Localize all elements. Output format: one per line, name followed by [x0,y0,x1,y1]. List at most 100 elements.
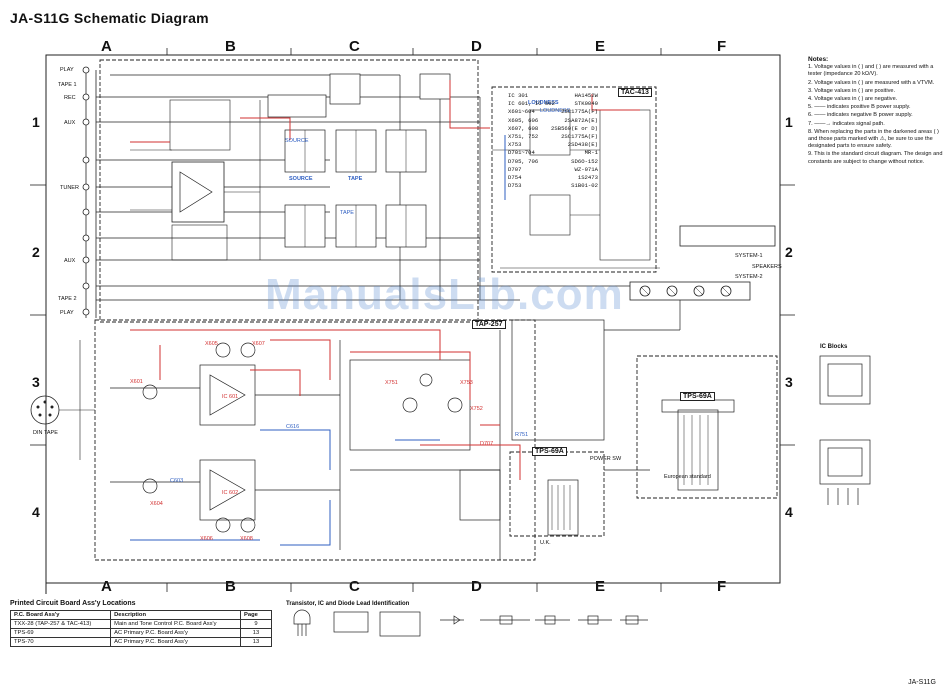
col-label-d-bottom: D [471,578,482,595]
svg-text:IC 602: IC 602 [222,490,238,496]
svg-text:TAPE: TAPE [340,210,354,216]
board-label-tps69a-main: TPS-69A [532,447,567,456]
pcb-location-table: Printed Circuit Board Ass'y Locations P.… [9,600,272,647]
svg-text:X608: X608 [240,536,253,542]
table-cell: 9 [240,619,272,629]
row-label-3-left: 3 [32,374,40,390]
jack-label-tape2: TAPE 2 [58,296,77,302]
row-label-1-left: 1 [32,114,40,130]
svg-text:IC 601: IC 601 [222,394,238,400]
tape-label: TAPE [348,176,363,182]
jack-label-aux-1: AUX [64,120,76,126]
table-cell: AC Primary P.C. Board Ass'y [110,628,241,638]
svg-text:C603: C603 [170,478,183,484]
note-item: 6. —— indicates negative B power supply. [808,112,913,119]
col-label-b-bottom: B [225,578,236,595]
lead-identification-title: Transistor, IC and Diode Lead Identifica… [286,601,410,607]
note-item: 5. —— indicates positive B power supply. [808,104,911,111]
table-header: Page [240,610,272,620]
col-label-f-top: F [717,38,727,55]
svg-text:X601: X601 [130,379,143,385]
pcb-table-title: Printed Circuit Board Ass'y Locations [10,600,136,607]
table-cell: Main and Tone Control P.C. Board Ass'y [110,619,241,629]
table-cell: 13 [240,628,272,638]
table-header: P.C. Board Ass'y [9,610,112,620]
note-item: 7. ——→ indicates signal path. [808,120,885,127]
row-label-4-left: 4 [32,504,40,520]
ic-blocks-label: IC Blocks [820,344,848,350]
note-item: 3. Voltage values in ( ) are positive. [808,87,896,94]
svg-text:X752: X752 [470,406,483,412]
col-label-c-bottom: C [349,578,360,595]
table-cell: TXX-28 (TAP-257 & TAC-413) [9,619,112,629]
table-cell: TPS-69 [9,628,112,638]
jack-label-tape1: TAPE 1 [58,82,77,88]
col-label-d-top: D [471,38,482,55]
note-item: 8. When replacing the parts in the darke… [808,128,939,150]
row-label-1-right: 1 [785,114,793,130]
col-label-e-bottom: E [595,578,606,595]
table-row: TPS-70 AC Primary P.C. Board Ass'y 13 [9,637,272,647]
page-title: JA-S11G Schematic Diagram [10,10,209,26]
svg-text:R751: R751 [515,432,528,438]
speakers-label: SPEAKERS [752,264,782,270]
col-label-c-top: C [349,38,360,55]
board-label-tap257: TAP-257 [472,320,506,329]
col-label-e-top: E [595,38,606,55]
col-label-b-top: B [225,38,236,55]
col-label-f-bottom: F [717,578,727,595]
svg-text:LOUDNESS: LOUDNESS [540,108,571,114]
source-label: SOURCE [289,176,313,182]
board-label-tps69a-inset: TPS-69A [680,392,715,401]
svg-text:C616: C616 [286,424,299,430]
table-header-row: P.C. Board Ass'y Description Page [9,610,272,620]
european-label: European standard [664,474,711,480]
jack-label-aux-2: AUX [64,258,76,264]
svg-text:D707: D707 [480,441,493,447]
jack-label-play-1: PLAY [60,67,74,73]
svg-text:X606: X606 [200,536,213,542]
row-label-2-right: 2 [785,244,793,260]
row-label-4-right: 4 [785,504,793,520]
system2-label: SYSTEM-2 [735,274,763,280]
svg-text:SOURCE: SOURCE [285,138,309,144]
svg-text:X604: X604 [150,501,163,507]
notes-panel: Notes: 1. Voltage values in ( ) and ( ) … [808,56,944,167]
table-row: TPS-69 AC Primary P.C. Board Ass'y 13 [9,628,272,638]
note-item: 2. Voltage values in ( ) are measured wi… [808,79,935,86]
svg-text:X607: X607 [252,341,265,347]
note-item: 9. This is the standard circuit diagram.… [808,151,943,165]
power-sw-label: POWER SW [590,456,622,462]
jack-label-rec-1: REC [64,95,76,101]
jack-label-tuner: TUNER [60,185,79,191]
uk-label: U.K. [540,540,551,546]
table-cell: 13 [240,637,272,647]
table-row: TXX-28 (TAP-257 & TAC-413) Main and Tone… [9,619,272,629]
col-label-a-bottom: A [101,578,112,595]
loudness-label: LOUDNESS [528,100,559,106]
row-label-3-right: 3 [785,374,793,390]
svg-text:X751: X751 [385,380,398,386]
row-label-2-left: 2 [32,244,40,260]
jack-label-play-2: PLAY [60,310,74,316]
table-cell: AC Primary P.C. Board Ass'y [110,637,241,647]
din-tape-label: DIN TAPE [33,430,58,436]
notes-heading: Notes: [808,56,829,63]
system1-label: SYSTEM-1 [735,253,763,259]
table-header: Description [110,610,241,620]
board-label-tac413: TAC-413 [618,88,652,97]
watermark: ManualsLib.com [265,270,624,319]
